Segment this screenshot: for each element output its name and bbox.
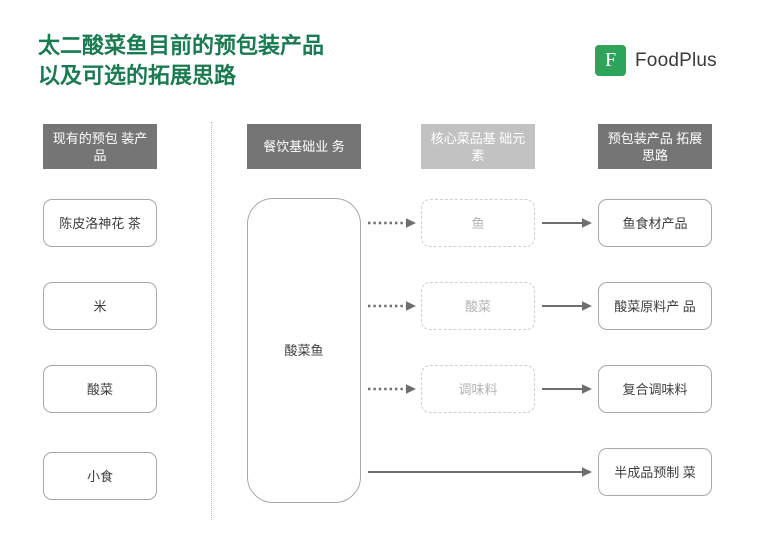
arrow-solid-icon: [542, 216, 594, 230]
node-existing-product: 陈皮洛神花 茶: [43, 199, 157, 247]
brand-logo: F FoodPlus: [595, 45, 717, 76]
node-product-idea: 鱼食材产品: [598, 199, 712, 247]
logo-letter: F: [604, 49, 617, 71]
arrow-dotted-icon: [368, 299, 418, 313]
column-header-core-elements: 核心菜品基 础元素: [421, 124, 535, 169]
column-header-product-ideas: 预包装产品 拓展思路: [598, 124, 712, 169]
brand-name: FoodPlus: [635, 49, 717, 71]
node-core-element: 调味料: [421, 365, 535, 413]
column-divider: [211, 122, 213, 520]
page-title: 太二酸菜鱼目前的预包装产品 以及可选的拓展思路: [38, 33, 325, 88]
column-header-core-business: 餐饮基础业 务: [247, 124, 361, 169]
node-product-idea: 酸菜原料产 品: [598, 282, 712, 330]
node-core-element: 酸菜: [421, 282, 535, 330]
node-product-idea: 复合调味料: [598, 365, 712, 413]
node-existing-product: 酸菜: [43, 365, 157, 413]
arrow-dotted-icon: [368, 382, 418, 396]
arrow-dotted-icon: [368, 216, 418, 230]
node-existing-product: 小食: [43, 452, 157, 500]
column-header-existing-products: 现有的预包 装产品: [43, 124, 157, 169]
arrow-solid-icon: [542, 382, 594, 396]
node-existing-product: 米: [43, 282, 157, 330]
node-core-business: 酸菜鱼: [247, 198, 361, 503]
arrow-solid-long-icon: [368, 465, 594, 479]
node-product-idea: 半成品预制 菜: [598, 448, 712, 496]
arrow-solid-icon: [542, 299, 594, 313]
node-core-element: 鱼: [421, 199, 535, 247]
foodplus-logo-icon: F: [595, 45, 626, 76]
